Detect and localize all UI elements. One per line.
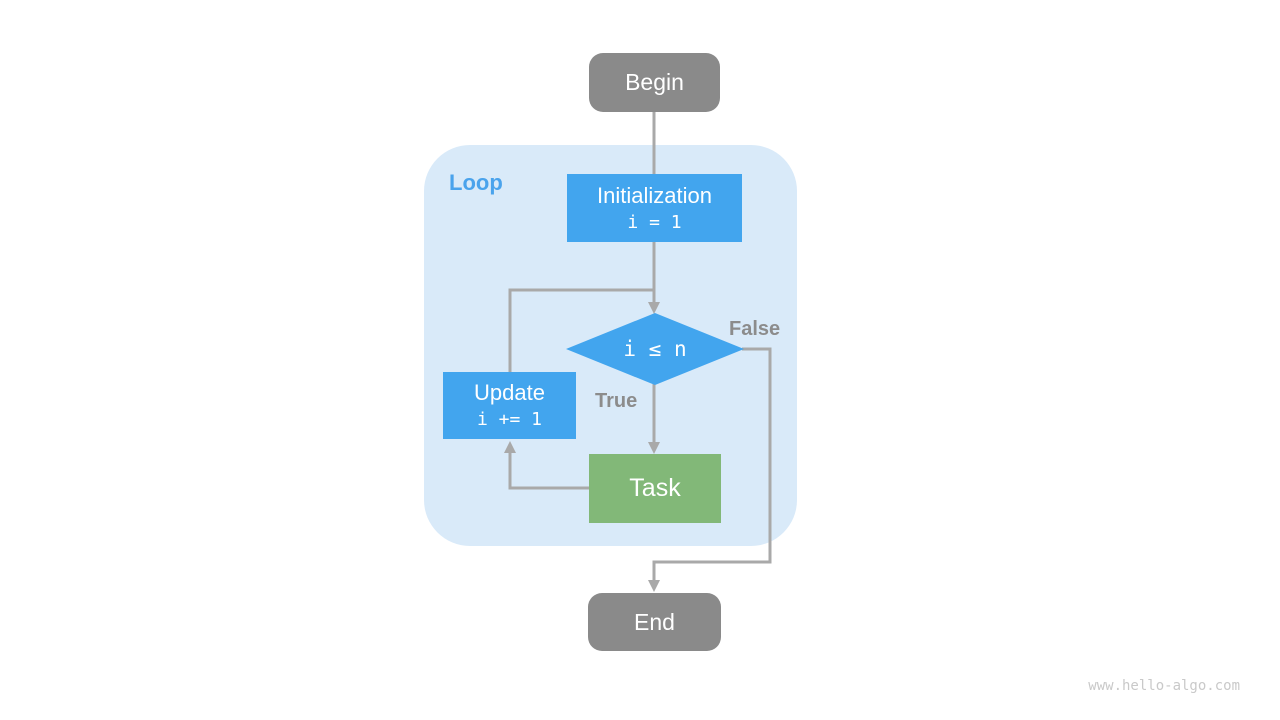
arrow-false-to-end bbox=[652, 347, 772, 582]
initialization-node: Initialization i = 1 bbox=[567, 174, 742, 242]
false-edge-label: False bbox=[729, 318, 781, 340]
arrow-update-loopback bbox=[508, 288, 654, 373]
begin-node-label: Begin bbox=[625, 69, 684, 95]
arrowhead-task bbox=[648, 442, 660, 454]
condition-node-code: i ≤ n bbox=[623, 337, 687, 361]
update-node: Update i += 1 bbox=[443, 372, 576, 439]
initialization-node-label: Initialization bbox=[597, 182, 712, 208]
begin-node: Begin bbox=[589, 53, 720, 112]
end-node-label: End bbox=[634, 608, 675, 635]
task-node: Task bbox=[589, 454, 721, 523]
update-node-label: Update bbox=[474, 380, 545, 405]
watermark-text: www.hello-algo.com bbox=[1088, 678, 1240, 694]
loop-group-label: Loop bbox=[449, 170, 503, 195]
arrow-task-to-update bbox=[508, 450, 590, 490]
task-node-label: Task bbox=[629, 474, 681, 502]
arrowhead-condition bbox=[648, 302, 660, 314]
true-edge-label: True bbox=[595, 390, 638, 412]
arrowhead-update bbox=[504, 441, 516, 453]
initialization-node-code: i = 1 bbox=[627, 211, 682, 233]
update-node-code: i += 1 bbox=[476, 409, 543, 430]
end-node: End bbox=[588, 593, 721, 651]
arrowhead-end bbox=[648, 580, 660, 592]
